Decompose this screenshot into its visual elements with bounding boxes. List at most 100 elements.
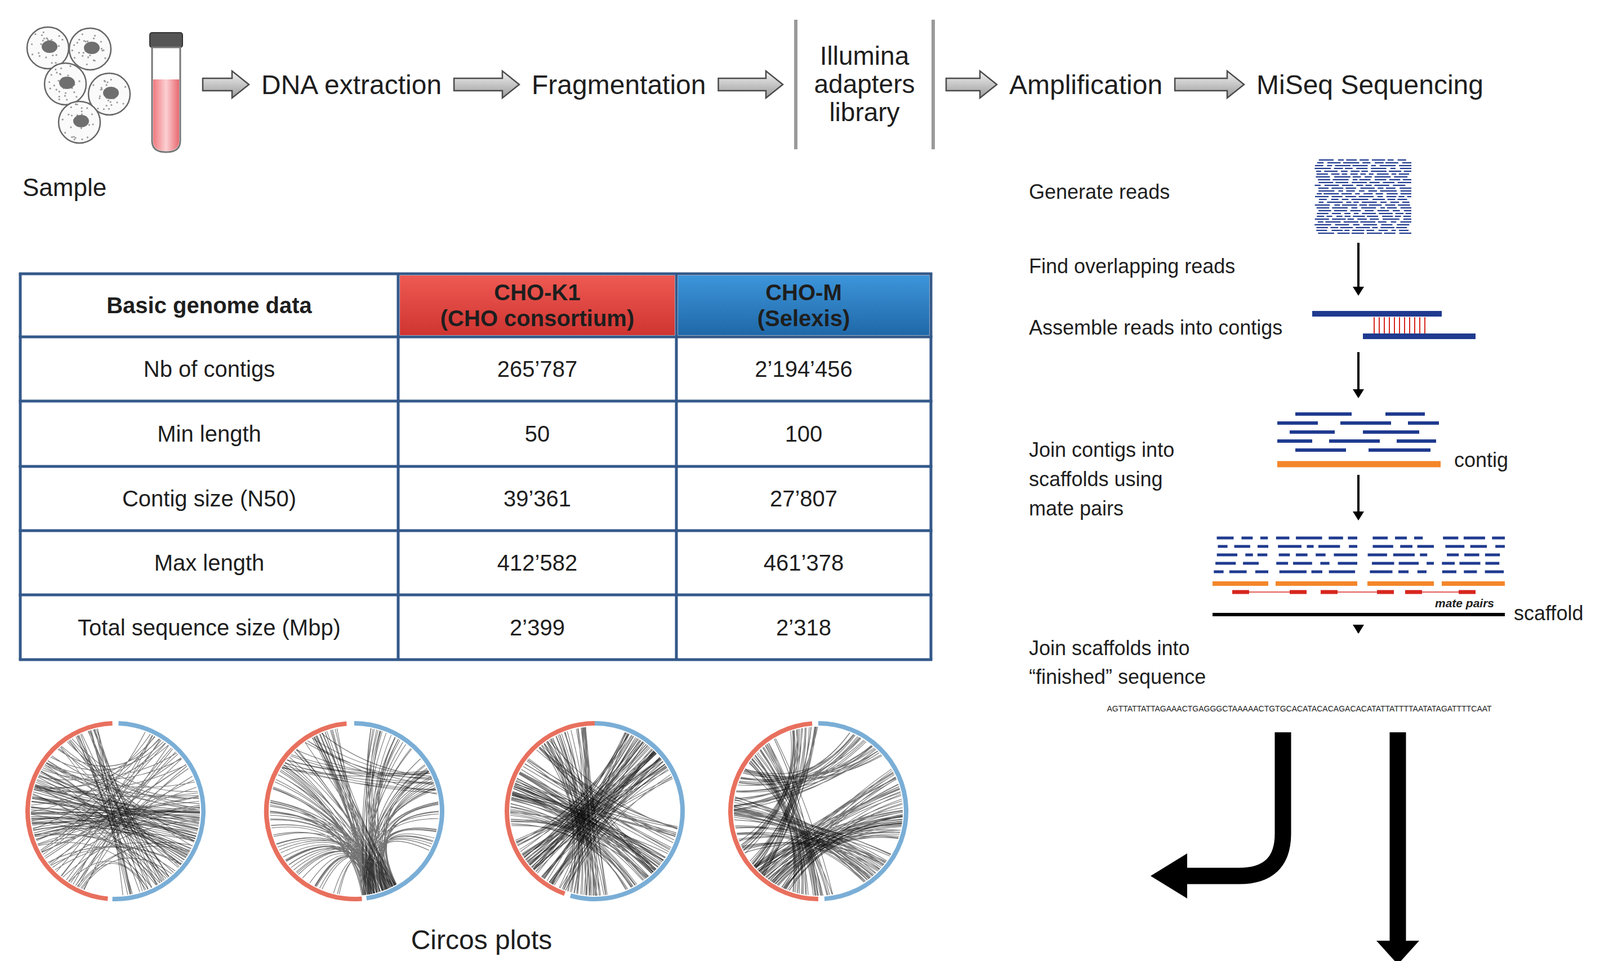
cell-dot (48, 87, 51, 90)
table-rule (19, 335, 933, 339)
read (1359, 179, 1371, 181)
read (1276, 562, 1288, 565)
node-label: DNA extraction (261, 69, 442, 101)
read (1318, 545, 1340, 548)
read (1388, 170, 1402, 172)
block-arrow (946, 70, 997, 98)
cell (27, 27, 69, 69)
read (1382, 218, 1400, 220)
read (1358, 195, 1375, 198)
read (1417, 545, 1434, 548)
read (1369, 570, 1393, 574)
read (1397, 204, 1410, 206)
read (1361, 212, 1376, 215)
cell-dot (34, 33, 37, 35)
table-cell: 100 (678, 402, 930, 465)
chord-bundle (30, 732, 200, 890)
cell-dot (42, 31, 45, 34)
overlap-tick (1383, 317, 1385, 334)
read (1357, 218, 1367, 220)
read (1485, 562, 1500, 565)
label-box: Circos plots (411, 924, 553, 956)
read (1352, 176, 1362, 178)
cell-dot (81, 110, 83, 113)
read (1398, 165, 1412, 167)
table-rule (19, 399, 933, 403)
read (1352, 215, 1365, 217)
read (1343, 221, 1359, 223)
label-box: Join contigs into scaffolds using mate p… (1028, 435, 1204, 524)
cell-dot (61, 38, 64, 41)
cell-dot (88, 123, 91, 126)
read (1374, 184, 1389, 186)
overlap-tick (1393, 317, 1396, 334)
read (1326, 165, 1332, 167)
cell-dot (86, 107, 88, 109)
read (1327, 162, 1341, 164)
cell-dot (70, 136, 73, 138)
sample-tube (149, 32, 183, 153)
read (1399, 187, 1412, 189)
read (1366, 215, 1379, 217)
read (1385, 187, 1396, 189)
read (1372, 536, 1388, 540)
table-text: 39’361 (503, 485, 572, 512)
read (1463, 570, 1477, 574)
read (1378, 221, 1387, 223)
read (1375, 193, 1384, 195)
read (1364, 176, 1372, 178)
cell-dot (110, 78, 113, 81)
read (1345, 195, 1357, 198)
read (1315, 553, 1326, 557)
table-text: 412’582 (497, 549, 578, 576)
read (1379, 165, 1397, 167)
read (1331, 195, 1343, 198)
circos-plot (264, 720, 445, 902)
read (1373, 545, 1394, 548)
table-cell: Max length (21, 532, 397, 594)
read (1404, 170, 1412, 172)
read (1217, 536, 1234, 540)
read (1374, 162, 1384, 164)
read (1395, 536, 1407, 540)
read (1495, 545, 1505, 548)
cell-dot (108, 108, 110, 110)
process-step: DNA extraction (260, 67, 443, 103)
cell-dot (64, 131, 66, 134)
read (1325, 221, 1341, 223)
cell-dot (86, 63, 88, 66)
read (1289, 430, 1335, 434)
cell-dot (88, 54, 91, 57)
mate-pair-read (1405, 590, 1423, 595)
cell-dot (51, 54, 54, 57)
read (1353, 224, 1360, 226)
label-box: Generate reads (1028, 180, 1170, 204)
read (1331, 218, 1346, 220)
step-arrow (1357, 351, 1360, 392)
assembly-illustration (0, 0, 1505, 634)
read (1402, 201, 1410, 203)
block-arrow (202, 70, 249, 98)
read (1365, 184, 1372, 186)
table-cell: 2’399 (399, 596, 675, 658)
cell-dot (98, 97, 101, 100)
cell-dot (43, 37, 46, 40)
read (1347, 218, 1354, 220)
table-header-cell: CHO-K1 (CHO consortium) (399, 275, 675, 336)
table-text: Total sequence size (Mbp) (77, 614, 341, 641)
table-text: 265’787 (497, 355, 578, 382)
label-box: Find overlapping reads (1028, 254, 1236, 279)
cell-dot (75, 95, 78, 98)
read (1326, 215, 1333, 217)
table-text: CHO-K1 (CHO consortium) (440, 279, 635, 332)
output-arrows (1150, 732, 1420, 961)
read (1331, 212, 1341, 215)
read (1335, 181, 1349, 184)
read (1372, 198, 1385, 200)
read (1295, 412, 1352, 416)
read (1295, 536, 1323, 540)
read (1317, 221, 1324, 223)
read (1414, 536, 1423, 540)
read (1324, 170, 1338, 172)
read (1315, 176, 1330, 178)
